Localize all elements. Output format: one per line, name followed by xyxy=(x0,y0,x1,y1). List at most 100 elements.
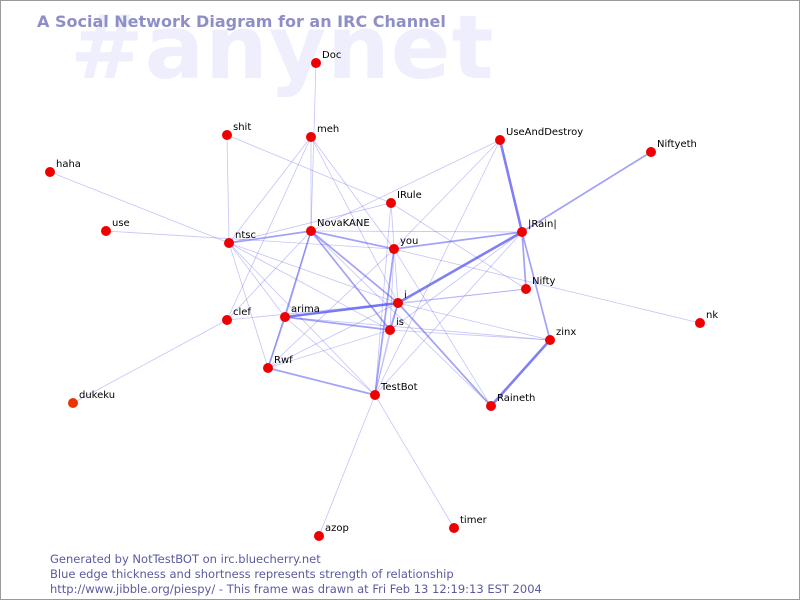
node-dot-rwf xyxy=(263,363,273,373)
node-dot-use xyxy=(101,226,111,236)
edge-arima-testbot xyxy=(284,316,376,396)
node-label-niftyeth: Niftyeth xyxy=(657,139,697,150)
node-label-novakane: NovaKANE xyxy=(317,218,370,229)
node-label-you: you xyxy=(400,236,418,247)
edge-you-rain xyxy=(393,231,523,250)
node-shit: shit xyxy=(222,122,251,140)
node-rwf: Rwf xyxy=(263,355,293,373)
edge-haha-ntsc xyxy=(49,171,230,244)
node-label-nifty: Nifty xyxy=(532,276,556,287)
node-dot-rain xyxy=(517,227,527,237)
edge-you-raineth xyxy=(393,248,492,407)
node-label-arima: arima xyxy=(291,304,320,315)
diagram-title: A Social Network Diagram for an IRC Chan… xyxy=(37,12,446,31)
node-label-is: is xyxy=(396,317,404,328)
node-label-dukeku: dukeku xyxy=(79,390,115,401)
edge-meh-you xyxy=(310,136,395,250)
node-you: you xyxy=(389,236,418,254)
edge-arima-is xyxy=(284,316,391,331)
edge-zinx-raineth xyxy=(489,338,552,408)
footer-text: Generated by NotTestBOT on irc.bluecherr… xyxy=(50,552,542,597)
edge-you-testbot xyxy=(374,248,395,396)
edge-irule-nifty xyxy=(390,202,527,290)
edge-rain-zinx xyxy=(521,231,551,341)
edge-novakane-you xyxy=(310,230,395,250)
edge-you-nk xyxy=(393,248,701,324)
node-is: is xyxy=(385,317,404,335)
edge-rwf-testbot xyxy=(267,367,376,396)
edge-i-testbot xyxy=(374,302,399,396)
node-label-rwf: Rwf xyxy=(274,355,293,366)
edge-ntsc-i xyxy=(228,242,399,304)
node-label-meh: meh xyxy=(317,124,339,135)
edge-rain-i xyxy=(396,230,524,305)
footer-url-timestamp: http://www.jibble.org/piespy/ - This fra… xyxy=(50,582,542,596)
edge-novakane-clef xyxy=(226,230,312,321)
edge-novakane-i xyxy=(310,230,399,304)
edge-ntsc-rwf xyxy=(228,242,269,369)
edge-novakane-arima xyxy=(284,230,312,318)
node-dot-niftyeth xyxy=(646,147,656,157)
node-dot-shit xyxy=(222,130,232,140)
node-novakane: NovaKANE xyxy=(306,218,370,236)
node-dot-dukeku xyxy=(68,398,78,408)
edge-novakane-raineth xyxy=(310,230,492,407)
edge-meh-i xyxy=(310,136,399,304)
node-testbot: TestBot xyxy=(370,382,418,400)
edge-you-rwf xyxy=(267,248,395,369)
node-nifty: Nifty xyxy=(521,276,556,294)
node-dot-testbot xyxy=(370,390,380,400)
edge-i-zinx xyxy=(397,302,551,341)
edge-useanddestroy-novakane xyxy=(310,139,501,232)
node-azop: azop xyxy=(314,523,349,541)
node-niftyeth: Niftyeth xyxy=(646,139,697,157)
node-dot-you xyxy=(389,244,399,254)
node-label-azop: azop xyxy=(325,523,349,534)
node-dot-nk xyxy=(695,318,705,328)
edge-i-arima xyxy=(283,301,400,319)
edge-i-rwf xyxy=(267,302,399,369)
edge-irule-testbot xyxy=(374,202,392,396)
edge-is-testbot xyxy=(374,329,391,396)
node-label-timer: timer xyxy=(460,515,488,526)
edge-irule-ntsc xyxy=(228,202,392,244)
edge-ntsc-novakane xyxy=(228,230,312,244)
edge-you-is xyxy=(389,248,395,331)
edge-rain-testbot xyxy=(374,231,523,396)
node-label-irule: IRule xyxy=(397,190,422,201)
node-dot-is xyxy=(385,325,395,335)
node-dot-meh xyxy=(306,132,316,142)
node-dot-timer xyxy=(449,523,459,533)
edge-clef-dukeku xyxy=(72,319,228,404)
edge-is-zinx xyxy=(389,329,551,341)
edge-i-raineth xyxy=(397,302,492,407)
node-label-haha: haha xyxy=(56,159,81,170)
edge-layer xyxy=(49,62,701,537)
node-ntsc: ntsc xyxy=(224,230,256,248)
node-label-clef: clef xyxy=(233,307,251,318)
channel-watermark: #anynet xyxy=(70,0,495,99)
footer-generated-by: Generated by NotTestBOT on irc.bluecherr… xyxy=(50,552,321,566)
node-haha: haha xyxy=(45,159,81,177)
node-label-testbot: TestBot xyxy=(380,382,418,393)
node-label-nk: nk xyxy=(706,310,718,321)
edge-rain-nifty xyxy=(521,231,527,290)
edge-rain-is xyxy=(389,231,523,331)
edge-nifty-i xyxy=(397,288,527,304)
edge-useanddestroy-you xyxy=(393,139,501,250)
node-doc: Doc xyxy=(311,50,341,68)
node-dot-arima xyxy=(280,312,290,322)
node-timer: timer xyxy=(449,515,488,533)
node-irule: IRule xyxy=(386,190,422,208)
edge-testbot-azop xyxy=(318,394,376,537)
node-dot-doc xyxy=(311,58,321,68)
edge-shit-ntsc xyxy=(226,134,230,244)
node-label-zinx: zinx xyxy=(556,327,576,338)
edge-testbot-timer xyxy=(374,394,455,529)
node-label-use: use xyxy=(112,218,130,229)
node-label-i: i xyxy=(404,290,407,301)
node-dot-raineth xyxy=(486,401,496,411)
node-dot-i xyxy=(393,298,403,308)
